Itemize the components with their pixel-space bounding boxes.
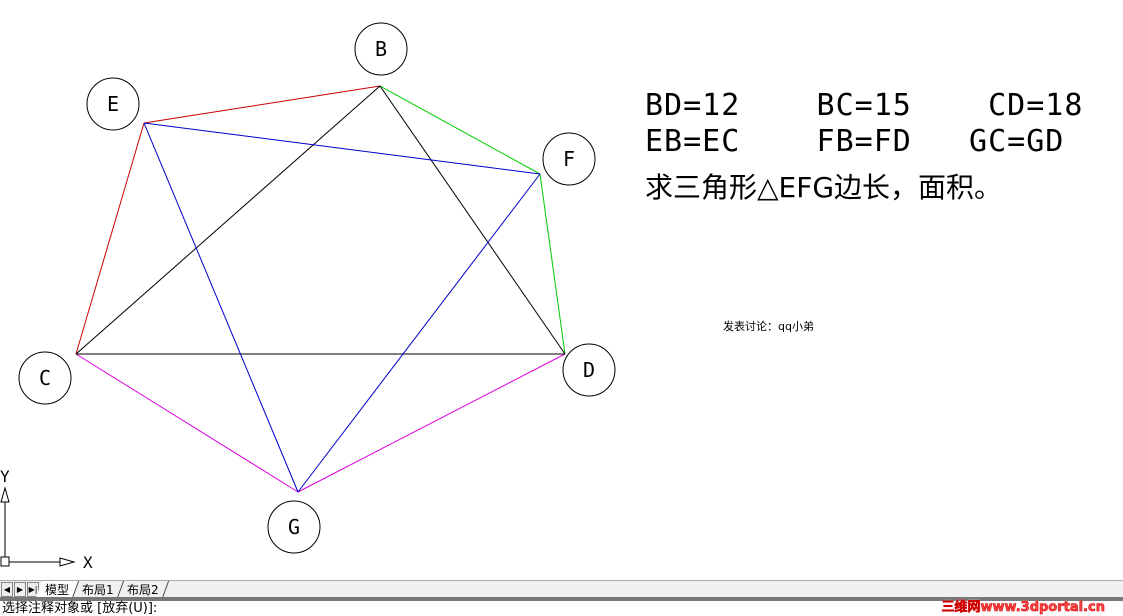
drawing-canvas[interactable]: B E F C D G Y X (0, 0, 1123, 580)
segment-BF (379, 85, 541, 175)
layout-tab-bar: ◀ ▶ ▶| 模型 布局1 布局2 (0, 580, 1123, 598)
svg-text:Y: Y (0, 467, 10, 486)
segment-BD (379, 85, 566, 355)
divider (0, 597, 1123, 601)
tab-layout2[interactable]: 布局2 (117, 581, 169, 598)
command-line[interactable]: 选择注释对象或 [放弃(U)]: (0, 601, 1123, 616)
svg-text:F: F (563, 147, 575, 171)
segment-GF (297, 173, 541, 493)
svg-text:B: B (375, 37, 387, 61)
segment-FD (539, 173, 566, 355)
label-D: D (562, 343, 616, 397)
label-F: F (542, 132, 596, 186)
label-G: G (267, 500, 321, 554)
discussion-note: 发表讨论：qq小弟 (723, 320, 814, 333)
label-C: C (18, 351, 72, 405)
segment-GD (297, 353, 566, 493)
label-E: E (86, 77, 140, 131)
problem-line-2: EB=EC FB=FD GC=GD (645, 124, 1065, 159)
svg-text:E: E (107, 92, 119, 116)
segment-EG (143, 122, 299, 493)
ucs-icon: Y X (0, 467, 93, 572)
svg-text:G: G (288, 515, 300, 539)
segment-CG (75, 353, 299, 493)
label-B: B (354, 22, 408, 76)
svg-text:D: D (583, 358, 595, 382)
segment-EC (75, 122, 145, 355)
segment-EB (143, 85, 381, 124)
svg-text:X: X (83, 553, 93, 572)
tab-layout1[interactable]: 布局1 (72, 581, 124, 598)
svg-text:C: C (39, 366, 51, 390)
problem-line-1: BD=12 BC=15 CD=18 (645, 88, 1084, 123)
segment-EF (143, 122, 541, 175)
watermark: 三维网www.3dportal.cn (941, 600, 1105, 616)
problem-question: 求三角形△EFG边长，面积。 (645, 171, 1003, 204)
first-tab-button[interactable]: ◀ (1, 582, 13, 597)
segment-BC (75, 85, 381, 355)
next-tab-button[interactable]: ▶ (14, 582, 26, 597)
